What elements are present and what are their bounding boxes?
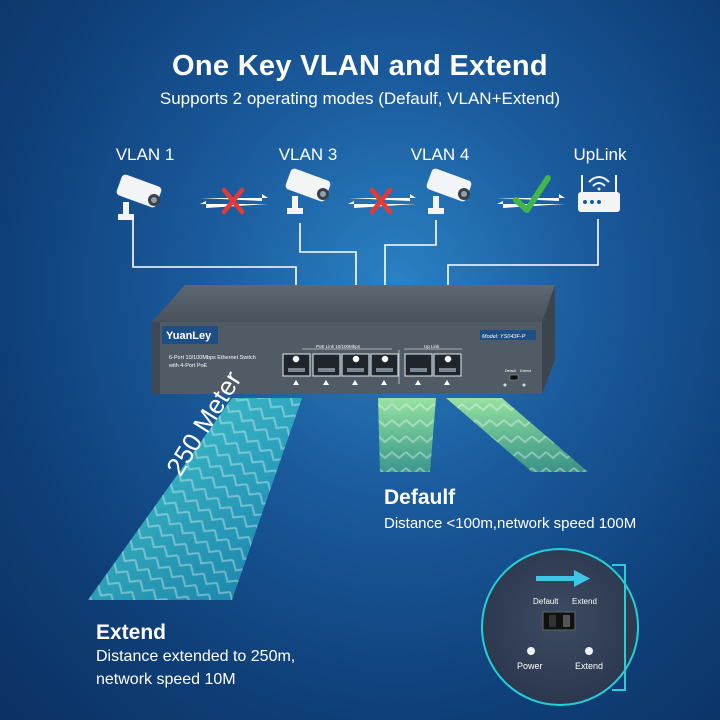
default-lanes (378, 398, 588, 472)
extend-mode-title: Extend (96, 621, 167, 644)
switch-model: Model: YS043F-P (482, 334, 526, 340)
vlan1-label: VLAN 1 (115, 145, 175, 164)
uplink-label: UpLink (573, 145, 627, 164)
zoom-extend-label: Extend (572, 597, 597, 606)
network-switch (152, 285, 555, 394)
switch-description: with 4-Port PoE (169, 363, 208, 369)
blocked-icon (221, 187, 245, 215)
router-icon (578, 175, 620, 212)
vlan3-label: VLAN 3 (278, 145, 338, 164)
poe-ports (282, 353, 462, 377)
camera-vlan4-icon (426, 168, 472, 214)
zoom-default-label: Default (533, 597, 559, 606)
poe-port-label: PoE Link 10/100Mbps (316, 344, 361, 349)
uplink-port-label: Up Link (424, 344, 440, 349)
extend-mode-description: network speed 10M (96, 671, 236, 688)
zoom-extend-led-label: Extend (575, 661, 604, 671)
camera-vlan3-icon (285, 168, 331, 214)
switch-extend-label: Extend (520, 369, 531, 373)
extend-lane (88, 398, 302, 600)
default-mode-title: Defaulf (384, 486, 456, 509)
zoom-power-led-label: Power (517, 661, 543, 671)
mode-switch-zoom (481, 548, 639, 706)
blocked-icon (369, 187, 393, 215)
camera-vlan1-icon (116, 174, 162, 220)
allowed-check-icon (513, 175, 551, 213)
switch-description: 6-Port 10/100Mbps Ethernet Switch (169, 355, 256, 361)
page-subtitle: Supports 2 operating modes (Defaulf, VLA… (159, 89, 561, 108)
switch-brand: YuanLey (166, 330, 212, 342)
default-mode-description: Distance <100m,network speed 100M (384, 515, 637, 532)
page-title: One Key VLAN and Extend (172, 50, 548, 82)
vlan4-label: VLAN 4 (410, 145, 470, 164)
switch-default-label: Default (505, 369, 517, 373)
extend-mode-description: Distance extended to 250m, (96, 648, 296, 665)
